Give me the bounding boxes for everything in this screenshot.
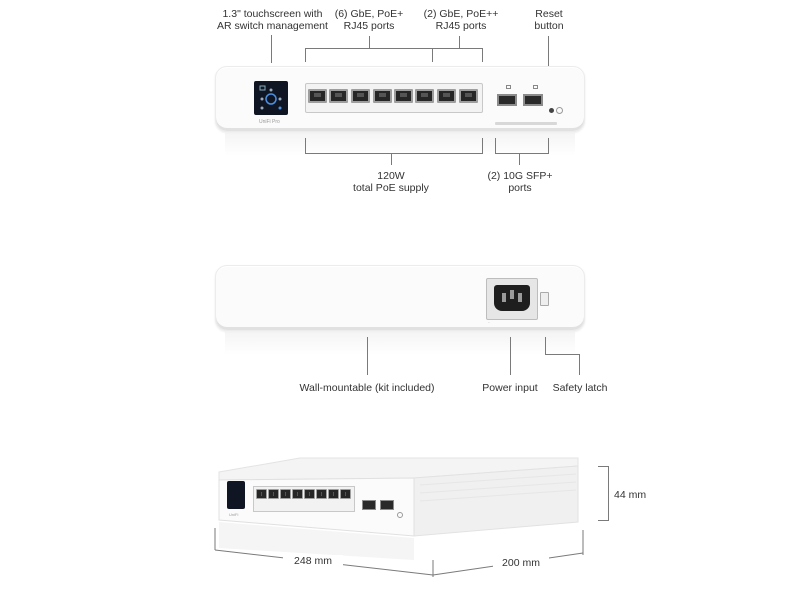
poe-supply-bracket-r: [482, 138, 483, 153]
rj45-port-1[interactable]: [308, 89, 327, 103]
iso-rj45-port-1[interactable]: [256, 489, 267, 499]
sfp-port-2[interactable]: [523, 94, 543, 106]
sfp-label: (2) 10G SFP+ ports: [487, 170, 553, 194]
rear-reflection: [225, 331, 575, 355]
wall-mount-callout: [367, 337, 368, 375]
rj45-port-5[interactable]: [394, 89, 413, 103]
sfp-bracket-r: [548, 138, 549, 153]
iso-rj45-port-7[interactable]: [328, 489, 339, 499]
front-reflection: [225, 132, 575, 156]
poe-pp-bracket-h: [433, 48, 483, 49]
poe-supply-bracket-l: [305, 138, 306, 153]
power-input-label: Power input: [482, 382, 538, 394]
iso-reset-ring-icon: [397, 512, 403, 518]
touchscreen-label: 1.3" touchscreen with AR switch manageme…: [217, 8, 328, 32]
iso-rj45-port-2[interactable]: [268, 489, 279, 499]
rj45-port-2[interactable]: [329, 89, 348, 103]
iso-sfp-port-2[interactable]: [380, 500, 394, 510]
poe-supply-label: 120W total PoE supply: [353, 170, 429, 194]
rj45-port-6[interactable]: [415, 89, 434, 103]
rj45-port-4[interactable]: [373, 89, 392, 103]
poe-supply-bracket-h: [305, 153, 483, 154]
sfp-bracket-h: [495, 153, 549, 154]
iso-rj45-port-5[interactable]: [304, 489, 315, 499]
iso-rj45-port-6[interactable]: [316, 489, 327, 499]
poe-plus-label: (6) GbE, PoE+ RJ45 ports: [334, 8, 404, 32]
rj45-port-3[interactable]: [351, 89, 370, 103]
sfp-led-2: [533, 85, 538, 89]
power-input-callout: [510, 337, 511, 375]
height-dim-bottom: [598, 520, 609, 521]
sfp-bracket-l: [495, 138, 496, 153]
sfp-port-1[interactable]: [497, 94, 517, 106]
depth-dim-label: 200 mm: [493, 557, 549, 569]
height-dim-label: 44 mm: [614, 489, 647, 501]
wall-mount-label: Wall-mountable (kit included): [299, 382, 435, 394]
safety-latch-label: Safety latch: [552, 382, 608, 394]
power-inlet[interactable]: [486, 278, 538, 320]
height-dim-top: [598, 466, 609, 467]
brand-logo: UniFi Pro: [259, 119, 280, 125]
iso-rj45-port-3[interactable]: [280, 489, 291, 499]
height-dim-v: [608, 466, 609, 521]
iso-touchscreen[interactable]: [227, 481, 245, 509]
touchscreen-callout: [271, 35, 272, 63]
reset-ring-icon: [556, 107, 563, 114]
latch-callout-v1: [545, 337, 546, 354]
iso-rj45-port-8[interactable]: [340, 489, 351, 499]
rj45-port-8[interactable]: [459, 89, 478, 103]
poe-pp-bracket-r: [482, 48, 483, 62]
iso-rj45-port-4[interactable]: [292, 489, 303, 499]
rating-text: ~: [488, 320, 490, 324]
poe-pp-bracket-c: [459, 36, 460, 48]
touchscreen-ui-icon: [259, 85, 282, 110]
poe-plus-bracket-c: [369, 36, 370, 48]
latch-callout-v2: [579, 354, 580, 375]
front-accent-bar: [495, 122, 557, 125]
rear-device: ~: [215, 265, 585, 331]
reset-button[interactable]: [549, 108, 554, 113]
rj45-port-7[interactable]: [437, 89, 456, 103]
safety-latch[interactable]: [540, 292, 549, 306]
iso-brand-logo: UniFi: [229, 512, 239, 517]
latch-callout-h: [545, 354, 580, 355]
sfp-led-1: [506, 85, 511, 89]
poe-plus-bracket-r: [432, 48, 433, 62]
poe-supply-bracket-c: [391, 153, 392, 165]
reset-label: Reset button: [534, 8, 564, 32]
sfp-bracket-c: [519, 153, 520, 165]
touchscreen[interactable]: [254, 81, 288, 115]
poe-plus-bracket-h: [305, 48, 433, 49]
front-device: UniFi Pro: [215, 66, 585, 132]
iso-sfp-port-1[interactable]: [362, 500, 376, 510]
poe-pp-label: (2) GbE, PoE++ RJ45 ports: [423, 8, 499, 32]
width-dim-label: 248 mm: [283, 555, 343, 567]
poe-plus-bracket-l: [305, 48, 306, 62]
power-socket-icon: [494, 285, 530, 311]
